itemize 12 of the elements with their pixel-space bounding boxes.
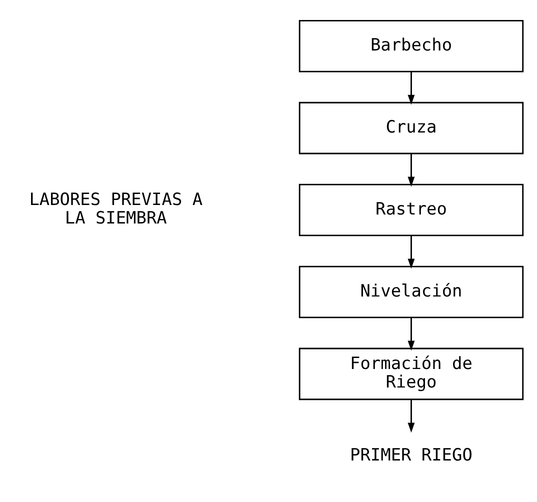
label: LABORES PREVIAS A LA SIEMBRA xyxy=(29,189,203,228)
node-box: Barbecho xyxy=(298,20,524,72)
node-box: Cruza xyxy=(298,102,524,154)
arrow xyxy=(408,400,415,433)
node-box: Nivelación xyxy=(298,266,524,318)
arrow xyxy=(408,72,415,105)
node-box: Formación de Riego xyxy=(298,348,524,400)
arrow xyxy=(408,154,415,187)
arrow xyxy=(408,236,415,269)
node-box: Rastreo xyxy=(298,184,524,236)
arrow xyxy=(408,318,415,351)
node-text: PRIMER RIEGO xyxy=(350,444,472,464)
